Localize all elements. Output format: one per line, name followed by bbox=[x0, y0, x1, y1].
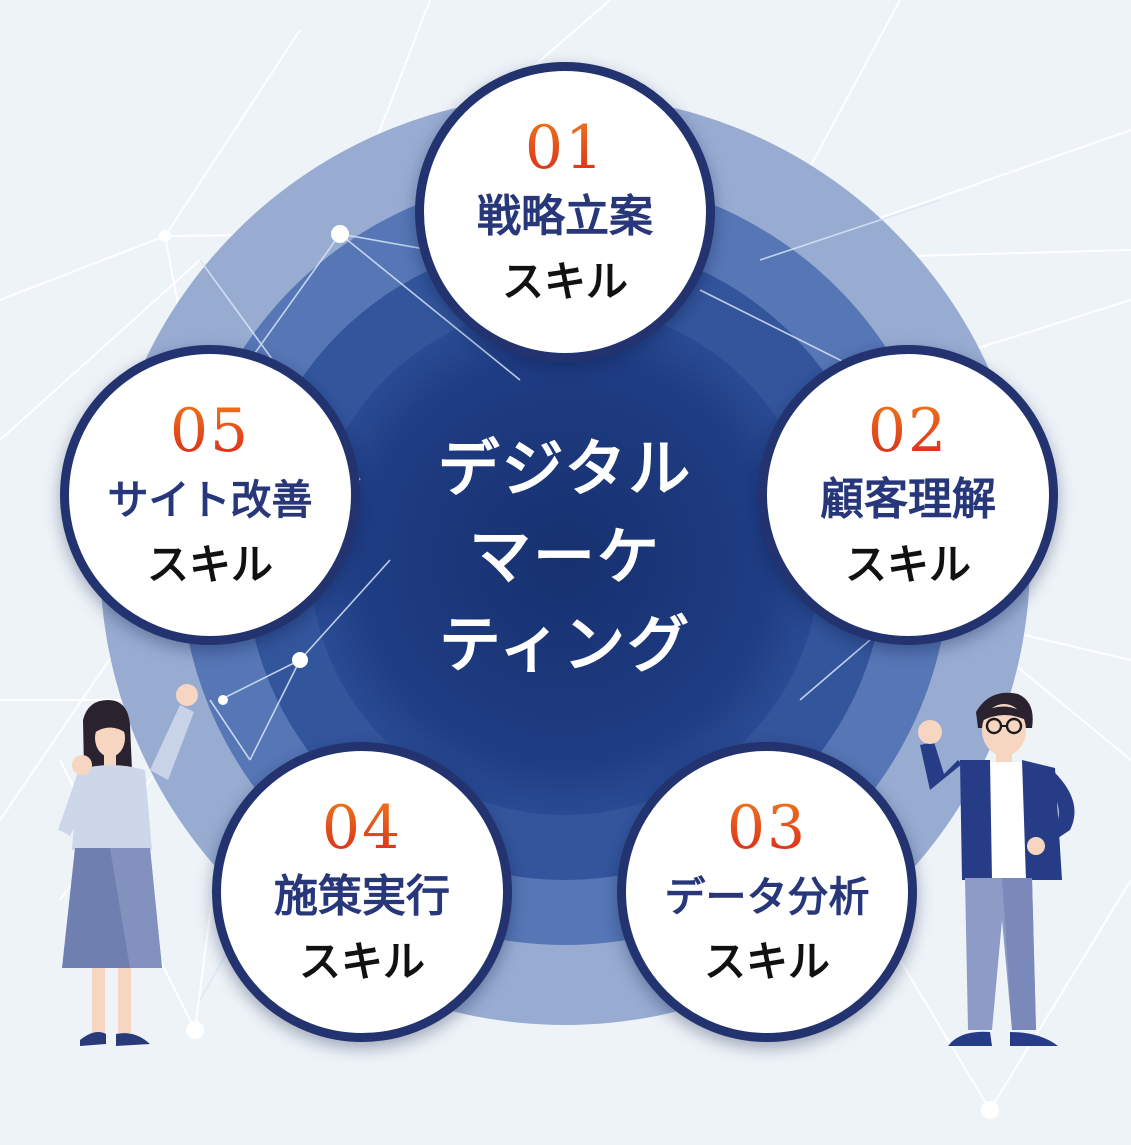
skill-name: サイト改善 bbox=[107, 476, 313, 524]
skill-circle-02[interactable]: 02 顧客理解 スキル bbox=[758, 345, 1058, 645]
center-title-line-3: ティング bbox=[438, 608, 692, 681]
skill-number: 01 bbox=[424, 115, 706, 181]
skill-circle-01[interactable]: 01 戦略立案 スキル bbox=[415, 62, 715, 362]
skill-number: 03 bbox=[626, 795, 908, 861]
skill-subtitle: スキル bbox=[146, 540, 273, 589]
skill-subtitle: スキル bbox=[844, 540, 971, 589]
skill-number: 02 bbox=[767, 398, 1049, 464]
skill-subtitle: スキル bbox=[703, 937, 830, 986]
center-title-line-1: デジタル bbox=[437, 432, 693, 505]
skill-subtitle: スキル bbox=[298, 937, 425, 986]
skill-circle-03[interactable]: 03 データ分析 スキル bbox=[617, 742, 917, 1042]
skill-number: 04 bbox=[221, 795, 503, 861]
center-title: デジタル マーケ ティング bbox=[380, 425, 750, 689]
skill-circle-04[interactable]: 04 施策実行 スキル bbox=[212, 742, 512, 1042]
skill-name: 戦略立案 bbox=[477, 191, 653, 242]
skill-subtitle: スキル bbox=[501, 257, 628, 306]
center-title-line-2: マーケ bbox=[468, 520, 661, 593]
skill-name: 顧客理解 bbox=[820, 474, 996, 525]
skill-name: 施策実行 bbox=[274, 871, 450, 922]
skill-name: データ分析 bbox=[664, 873, 870, 921]
skill-number: 05 bbox=[69, 398, 351, 464]
skill-circle-05[interactable]: 05 サイト改善 スキル bbox=[60, 345, 360, 645]
